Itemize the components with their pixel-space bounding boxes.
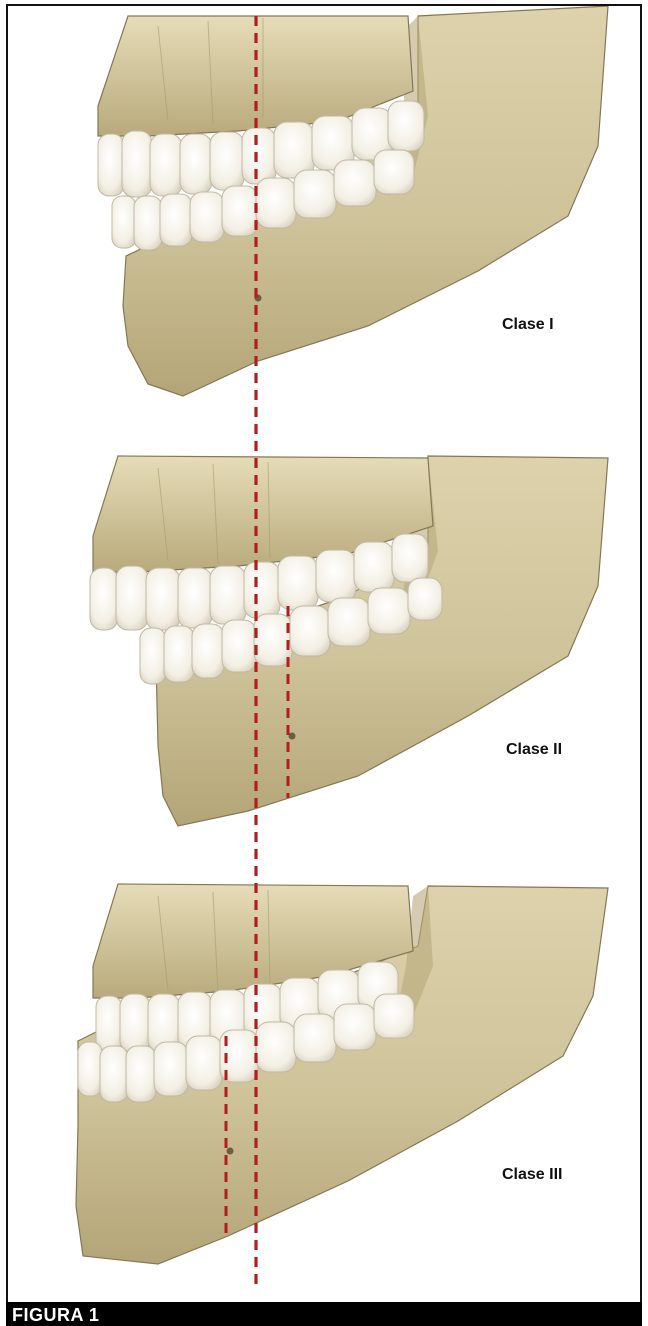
figure-frame: Clase I Clase II Clase III — [6, 4, 642, 1308]
class-iii-label: Clase III — [502, 1166, 562, 1184]
jaw-class-ii-illustration — [90, 456, 608, 826]
figure-caption-bar: FIGURA 1 — [6, 1302, 642, 1326]
jaw-class-i-illustration — [98, 6, 608, 396]
figure-caption: FIGURA 1 — [12, 1305, 99, 1326]
class-ii-label: Clase II — [506, 741, 562, 759]
class-i-label: Clase I — [502, 316, 554, 334]
jaw-class-iii-illustration — [76, 884, 608, 1264]
jaw-illustrations — [8, 6, 640, 1306]
